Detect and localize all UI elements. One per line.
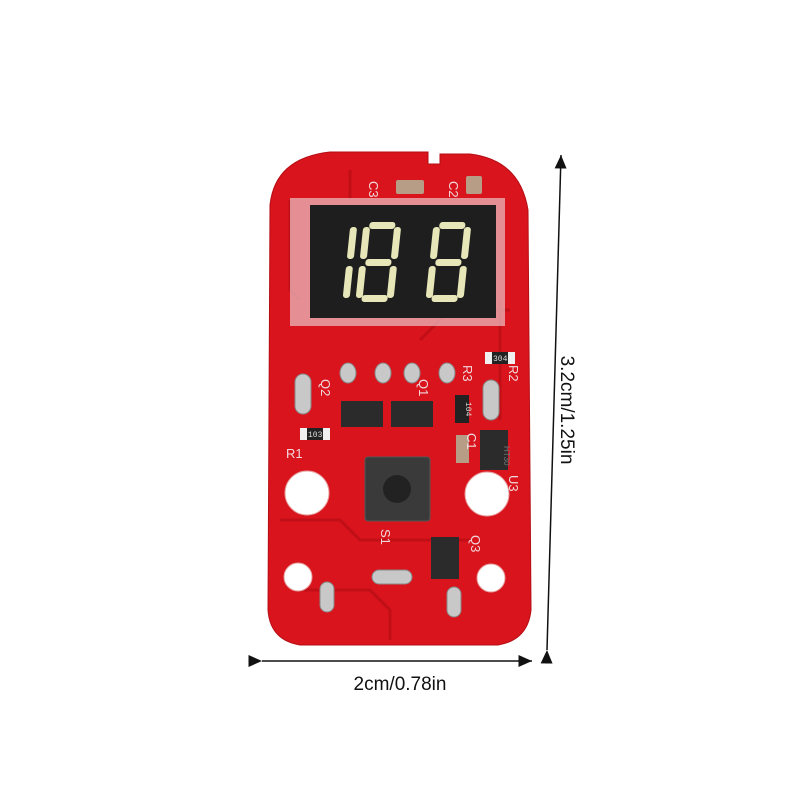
solder-pads: [294, 362, 500, 618]
label-u3: U3: [506, 475, 521, 492]
mark-u3: HT30: [502, 446, 511, 466]
led-display: [310, 205, 496, 318]
label-q3: Q3: [468, 535, 483, 552]
transistor-q2: [341, 401, 383, 427]
regulator-u3: [480, 430, 508, 470]
capacitor-c2: [466, 176, 482, 194]
segment-g: [365, 259, 392, 266]
segment-b: [461, 227, 471, 259]
width-label: 2cm/0.78in: [353, 674, 447, 695]
segment-d: [431, 295, 458, 302]
label-s1: S1: [378, 529, 393, 545]
mark-r2: 304: [493, 355, 508, 364]
label-r3: R3: [460, 365, 475, 382]
segment-a: [439, 222, 466, 229]
capacitor-c1: [456, 435, 469, 463]
transistor-q3: [431, 537, 459, 579]
label-c1: C1: [464, 433, 479, 450]
height-dimension-line: [540, 154, 567, 664]
segment-c: [342, 266, 353, 298]
segment-e: [355, 266, 366, 298]
resistor-r3: [455, 395, 469, 423]
label-q1: Q1: [416, 379, 431, 396]
segment-a: [369, 222, 396, 229]
mark-r3: 104: [463, 402, 472, 417]
capacitor-c3: [396, 180, 424, 194]
label-r2: R2: [506, 365, 521, 382]
segment-b: [347, 227, 357, 259]
segment-c: [456, 266, 467, 298]
segment-c: [386, 266, 397, 298]
transistor-q1: [391, 401, 433, 427]
segment-f: [430, 227, 440, 259]
label-c3: C3: [366, 181, 381, 198]
segment-b: [391, 227, 401, 259]
label-r1: R1: [286, 446, 303, 461]
segment-g: [435, 259, 462, 266]
display-segments: [342, 222, 471, 302]
segment-f: [360, 227, 370, 259]
mark-r1: 103: [308, 431, 323, 440]
label-q2: Q2: [318, 379, 333, 396]
mounting-holes: [283, 470, 510, 593]
segment-d: [361, 295, 388, 302]
label-c2: C2: [446, 181, 461, 198]
height-label: 3.2cm/1.25in: [556, 355, 577, 465]
segment-e: [425, 266, 436, 298]
